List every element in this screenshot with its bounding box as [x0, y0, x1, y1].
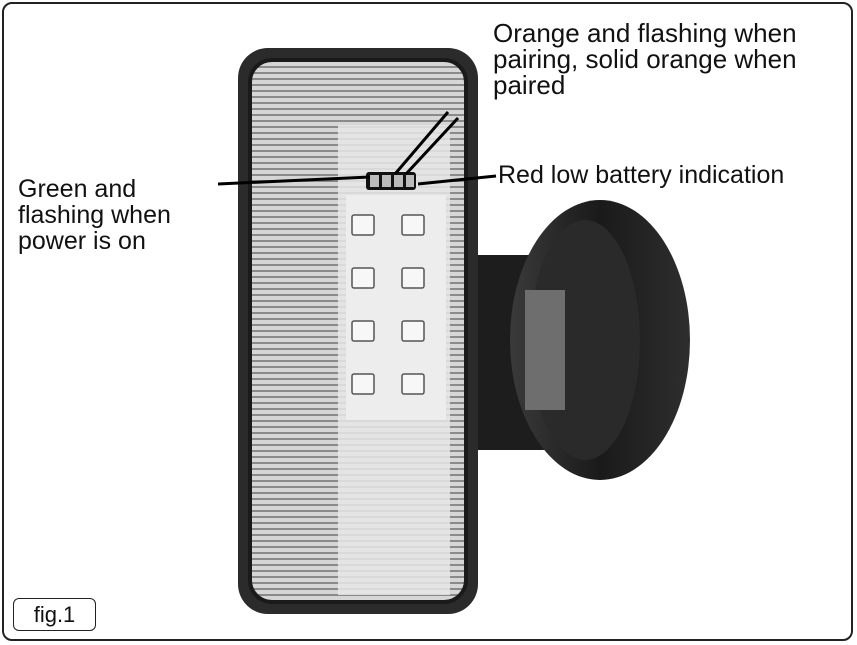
led-board — [338, 125, 450, 595]
led-chip — [401, 373, 425, 395]
led-chip — [401, 267, 425, 289]
led-chip — [401, 320, 425, 342]
suction-knob — [470, 200, 690, 480]
led-chip — [351, 373, 375, 395]
led-chip — [351, 320, 375, 342]
red-battery-callout: Red low battery indication — [498, 161, 785, 189]
led-chip — [401, 214, 425, 236]
orange-leader-line-1 — [393, 111, 450, 175]
red-leader-line — [417, 174, 497, 186]
indicator-leds — [366, 172, 416, 190]
led-chip — [351, 214, 375, 236]
leader-lines — [217, 111, 497, 186]
orange-pairing-callout: Orange and flashing when pairing, solid … — [493, 18, 797, 100]
green-leader-line — [217, 175, 371, 186]
green-power-callout: Green and flashing when power is on — [18, 175, 171, 255]
led-chip — [351, 267, 375, 289]
figure-label: fig.1 — [13, 598, 96, 631]
orange-leader-line-2 — [404, 116, 460, 176]
